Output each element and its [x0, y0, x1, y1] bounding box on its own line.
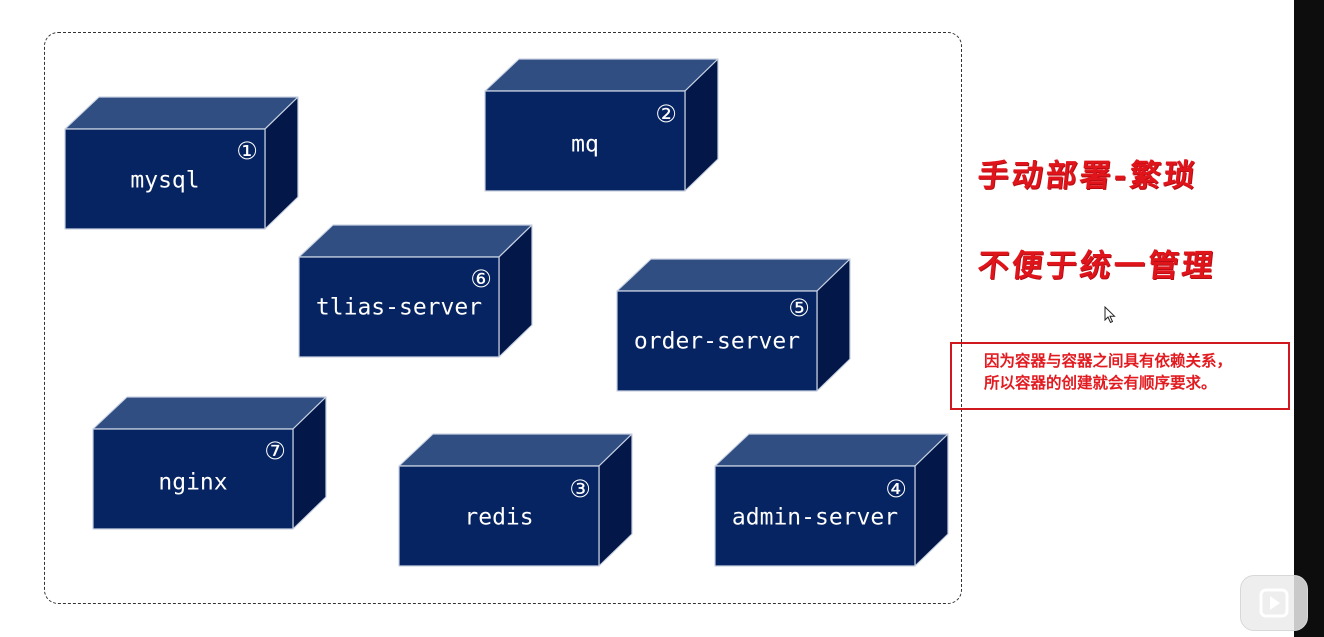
- container-label: redis: [464, 505, 533, 531]
- container-block-mysql: mysql ①: [64, 96, 299, 230]
- container-block-order-server: order-server ⑤: [616, 258, 851, 392]
- note-line-2: 所以容器的创建就会有顺序要求。: [984, 374, 1217, 392]
- order-number: ⑥: [470, 265, 492, 293]
- container-label: mysql: [130, 168, 199, 194]
- order-number: ③: [569, 475, 591, 503]
- mouse-pointer-icon: [1104, 306, 1116, 324]
- annotation-title-1: 手动部署-繁琐: [975, 158, 1200, 194]
- container-block-admin-server: admin-server ④: [714, 433, 949, 567]
- container-label: order-server: [634, 329, 800, 355]
- play-icon: [1259, 588, 1289, 618]
- order-number: ②: [655, 100, 677, 128]
- container-block-redis: redis ③: [398, 433, 633, 567]
- video-play-button[interactable]: [1240, 575, 1308, 631]
- order-number: ①: [236, 137, 258, 165]
- order-number: ④: [885, 475, 907, 503]
- order-number: ⑦: [264, 437, 286, 465]
- container-block-nginx: nginx ⑦: [92, 396, 327, 530]
- container-label: nginx: [158, 470, 227, 496]
- container-block-mq: mq ②: [484, 58, 719, 192]
- container-label: admin-server: [732, 505, 898, 531]
- order-number: ⑤: [788, 294, 810, 322]
- screen-edge: [1294, 0, 1324, 637]
- note-line-1: 因为容器与容器之间具有依赖关系，: [984, 352, 1233, 370]
- container-block-tlias-server: tlias-server ⑥: [298, 224, 533, 358]
- dependency-note: 因为容器与容器之间具有依赖关系， 所以容器的创建就会有顺序要求。: [950, 342, 1290, 410]
- annotation-title-2: 不便于统一管理: [975, 248, 1218, 284]
- deployment-area: [44, 32, 962, 604]
- container-label: tlias-server: [316, 295, 482, 321]
- container-label: mq: [571, 132, 599, 158]
